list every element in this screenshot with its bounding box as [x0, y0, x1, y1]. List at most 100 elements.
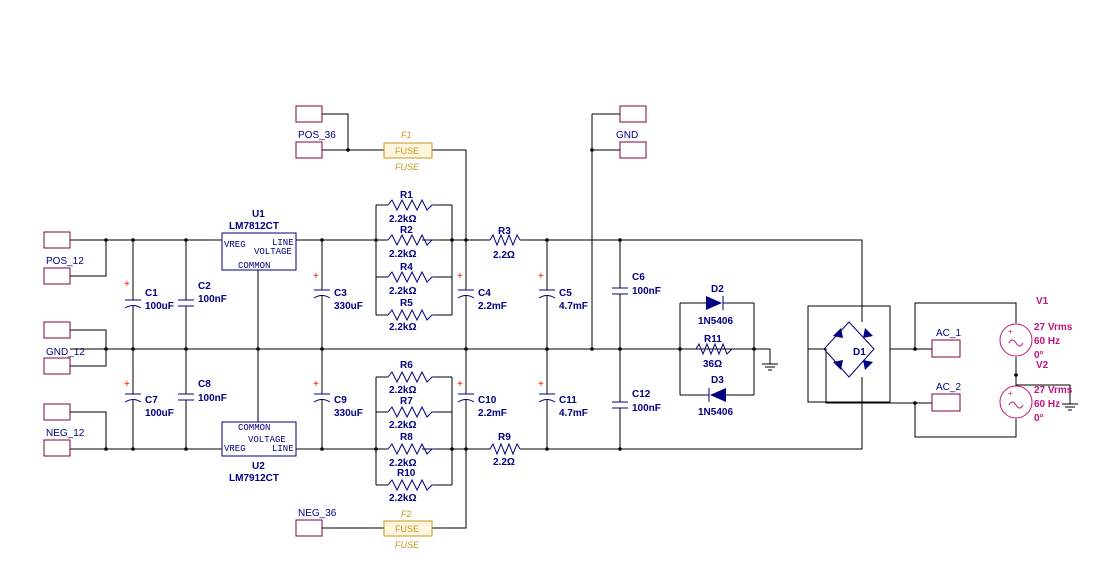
capacitor-c5[interactable]: + C5 4.7mF	[538, 271, 588, 312]
regulator-u2[interactable]: COMMON VOLTAGE VREG LINE U2 LM7912CT	[221, 421, 297, 484]
resistor-r7-ref: R7	[400, 396, 413, 407]
diode-d3-ref: D3	[711, 375, 724, 386]
port-pos-12[interactable]: POS_12	[43, 231, 107, 285]
source-v2-phase: 0°	[1034, 413, 1044, 424]
diode-d2-ref: D2	[711, 284, 724, 295]
diode-d2[interactable]: D2 1N5406	[698, 284, 733, 327]
source-v1-phase: 0°	[1034, 350, 1044, 361]
regulator-u1[interactable]: U1 LM7812CT VREG LINE VOLTAGE COMMON	[221, 209, 297, 271]
capacitor-c7-ref: C7	[145, 395, 158, 406]
resistor-r4[interactable]: R4 2.2kΩ	[387, 262, 436, 297]
capacitor-c4[interactable]: + C4 2.2mF	[457, 271, 507, 312]
regulator-u1-common: COMMON	[238, 261, 270, 271]
polarity-plus-icon: +	[124, 379, 130, 390]
regulator-u2-common: COMMON	[238, 423, 270, 433]
resistor-r7-value: 2.2kΩ	[389, 420, 416, 431]
resistor-r5[interactable]: R5 2.2kΩ	[387, 298, 436, 333]
resistor-r3[interactable]: R3 2.2Ω	[489, 226, 521, 261]
capacitor-c5-ref: C5	[559, 288, 572, 299]
resistor-r3-value: 2.2Ω	[493, 250, 515, 261]
resistor-r5-value: 2.2kΩ	[389, 322, 416, 333]
capacitor-c2[interactable]: C2 100nF	[178, 281, 227, 307]
capacitor-c9[interactable]: + C9 330uF	[313, 379, 363, 419]
port-gnd[interactable]: GND	[616, 105, 647, 159]
capacitor-c3[interactable]: + C3 330uF	[313, 271, 363, 312]
fuse-f1-body: FUSE	[395, 146, 419, 156]
capacitor-c10-ref: C10	[478, 395, 497, 406]
ground-icon	[762, 363, 778, 371]
capacitor-c3-value: 330uF	[334, 301, 363, 312]
port-neg-12[interactable]: NEG_12	[43, 403, 107, 457]
capacitor-c1-ref: C1	[145, 288, 158, 299]
resistor-r9[interactable]: R9 2.2Ω	[489, 432, 521, 468]
capacitor-c10-value: 2.2mF	[478, 408, 507, 419]
resistor-r1-value: 2.2kΩ	[389, 214, 416, 225]
ac-source-v2[interactable]: V2 + 27 Vrms 60 Hz 0°	[999, 360, 1073, 424]
sine-wave-icon	[1008, 339, 1024, 347]
resistor-r11[interactable]: R11 36Ω	[695, 334, 733, 370]
capacitor-c9-ref: C9	[334, 395, 347, 406]
polarity-plus-icon: +	[457, 271, 463, 282]
fuse-f1[interactable]: F1 FUSE FUSE	[383, 130, 433, 172]
source-v1-freq: 60 Hz	[1034, 336, 1060, 347]
polarity-plus-icon: +	[313, 379, 319, 390]
regulator-u1-part: LM7812CT	[229, 221, 279, 232]
regulator-u1-voltage: VOLTAGE	[254, 247, 292, 257]
capacitor-c7-value: 100uF	[145, 408, 174, 419]
capacitor-c12[interactable]: C12 100nF	[612, 389, 661, 414]
regulator-u2-vreg: VREG	[224, 444, 246, 454]
port-pos-36[interactable]: POS_36	[295, 105, 336, 159]
regulator-u1-line: LINE	[272, 238, 294, 248]
resistor-r6[interactable]: R6 2.2kΩ	[387, 360, 436, 396]
port-neg-36[interactable]: NEG_36	[295, 508, 337, 537]
fuse-f2[interactable]: F2 FUSE FUSE	[383, 509, 433, 550]
regulator-u1-ref: U1	[252, 209, 265, 220]
capacitor-c12-value: 100nF	[632, 403, 661, 414]
diode-d3-part: 1N5406	[698, 407, 733, 418]
fuse-f2-body: FUSE	[395, 524, 419, 534]
port-gnd-12[interactable]: GND_12	[43, 321, 107, 375]
capacitor-c8[interactable]: C8 100nF	[178, 379, 227, 404]
capacitor-c2-value: 100nF	[198, 294, 227, 305]
capacitor-c6-value: 100nF	[632, 286, 661, 297]
wires	[70, 113, 1071, 529]
fuse-f2-type: FUSE	[395, 540, 420, 550]
capacitor-c6[interactable]: C6 100nF	[612, 272, 661, 297]
regulator-u1-vreg: VREG	[224, 240, 246, 250]
port-ac-2[interactable]: AC_2	[931, 382, 961, 412]
regulator-u2-part: LM7912CT	[229, 473, 279, 484]
capacitor-c11-ref: C11	[559, 395, 577, 406]
capacitor-c7[interactable]: + C7 100uF	[124, 379, 174, 419]
resistor-r2[interactable]: R2 2.2kΩ	[387, 225, 436, 260]
ac-source-v1[interactable]: V1 + 27 Vrms 60 Hz 0°	[999, 296, 1073, 361]
resistor-r10-ref: R10	[397, 468, 416, 479]
polarity-plus-icon: +	[1008, 389, 1013, 398]
port-neg-36-label: NEG_36	[298, 508, 337, 519]
port-ac-1[interactable]: AC_1	[931, 328, 961, 358]
bridge-rectifier-d1[interactable]: D1	[807, 305, 891, 403]
capacitor-c11[interactable]: + C11 4.7mF	[538, 379, 588, 419]
fuse-f1-ref: F1	[401, 130, 412, 140]
resistor-r10[interactable]: R10 2.2kΩ	[387, 468, 436, 504]
resistor-r1[interactable]: R1 2.2kΩ	[387, 190, 436, 225]
capacitor-c10[interactable]: + C10 2.2mF	[457, 379, 507, 419]
resistor-r4-ref: R4	[400, 262, 413, 273]
resistor-r1-ref: R1	[400, 190, 413, 201]
source-v1-amplitude: 27 Vrms	[1034, 322, 1073, 333]
capacitor-c1[interactable]: + C1 100uF	[124, 279, 174, 312]
ground-icon	[1062, 403, 1078, 411]
capacitor-c8-ref: C8	[198, 379, 211, 390]
capacitor-c12-ref: C12	[632, 389, 651, 400]
capacitor-c6-ref: C6	[632, 272, 645, 283]
resistor-r8[interactable]: R8 2.2kΩ	[387, 432, 436, 469]
capacitor-c8-value: 100nF	[198, 393, 227, 404]
resistor-r9-value: 2.2Ω	[493, 457, 515, 468]
diode-d3[interactable]: D3 1N5406	[698, 375, 733, 418]
polarity-plus-icon: +	[313, 271, 319, 282]
source-v2-ref: V2	[1036, 360, 1049, 371]
resistor-r2-ref: R2	[400, 225, 413, 236]
regulator-u2-voltage: VOLTAGE	[248, 435, 286, 445]
resistor-r7[interactable]: R7 2.2kΩ	[376, 396, 452, 431]
